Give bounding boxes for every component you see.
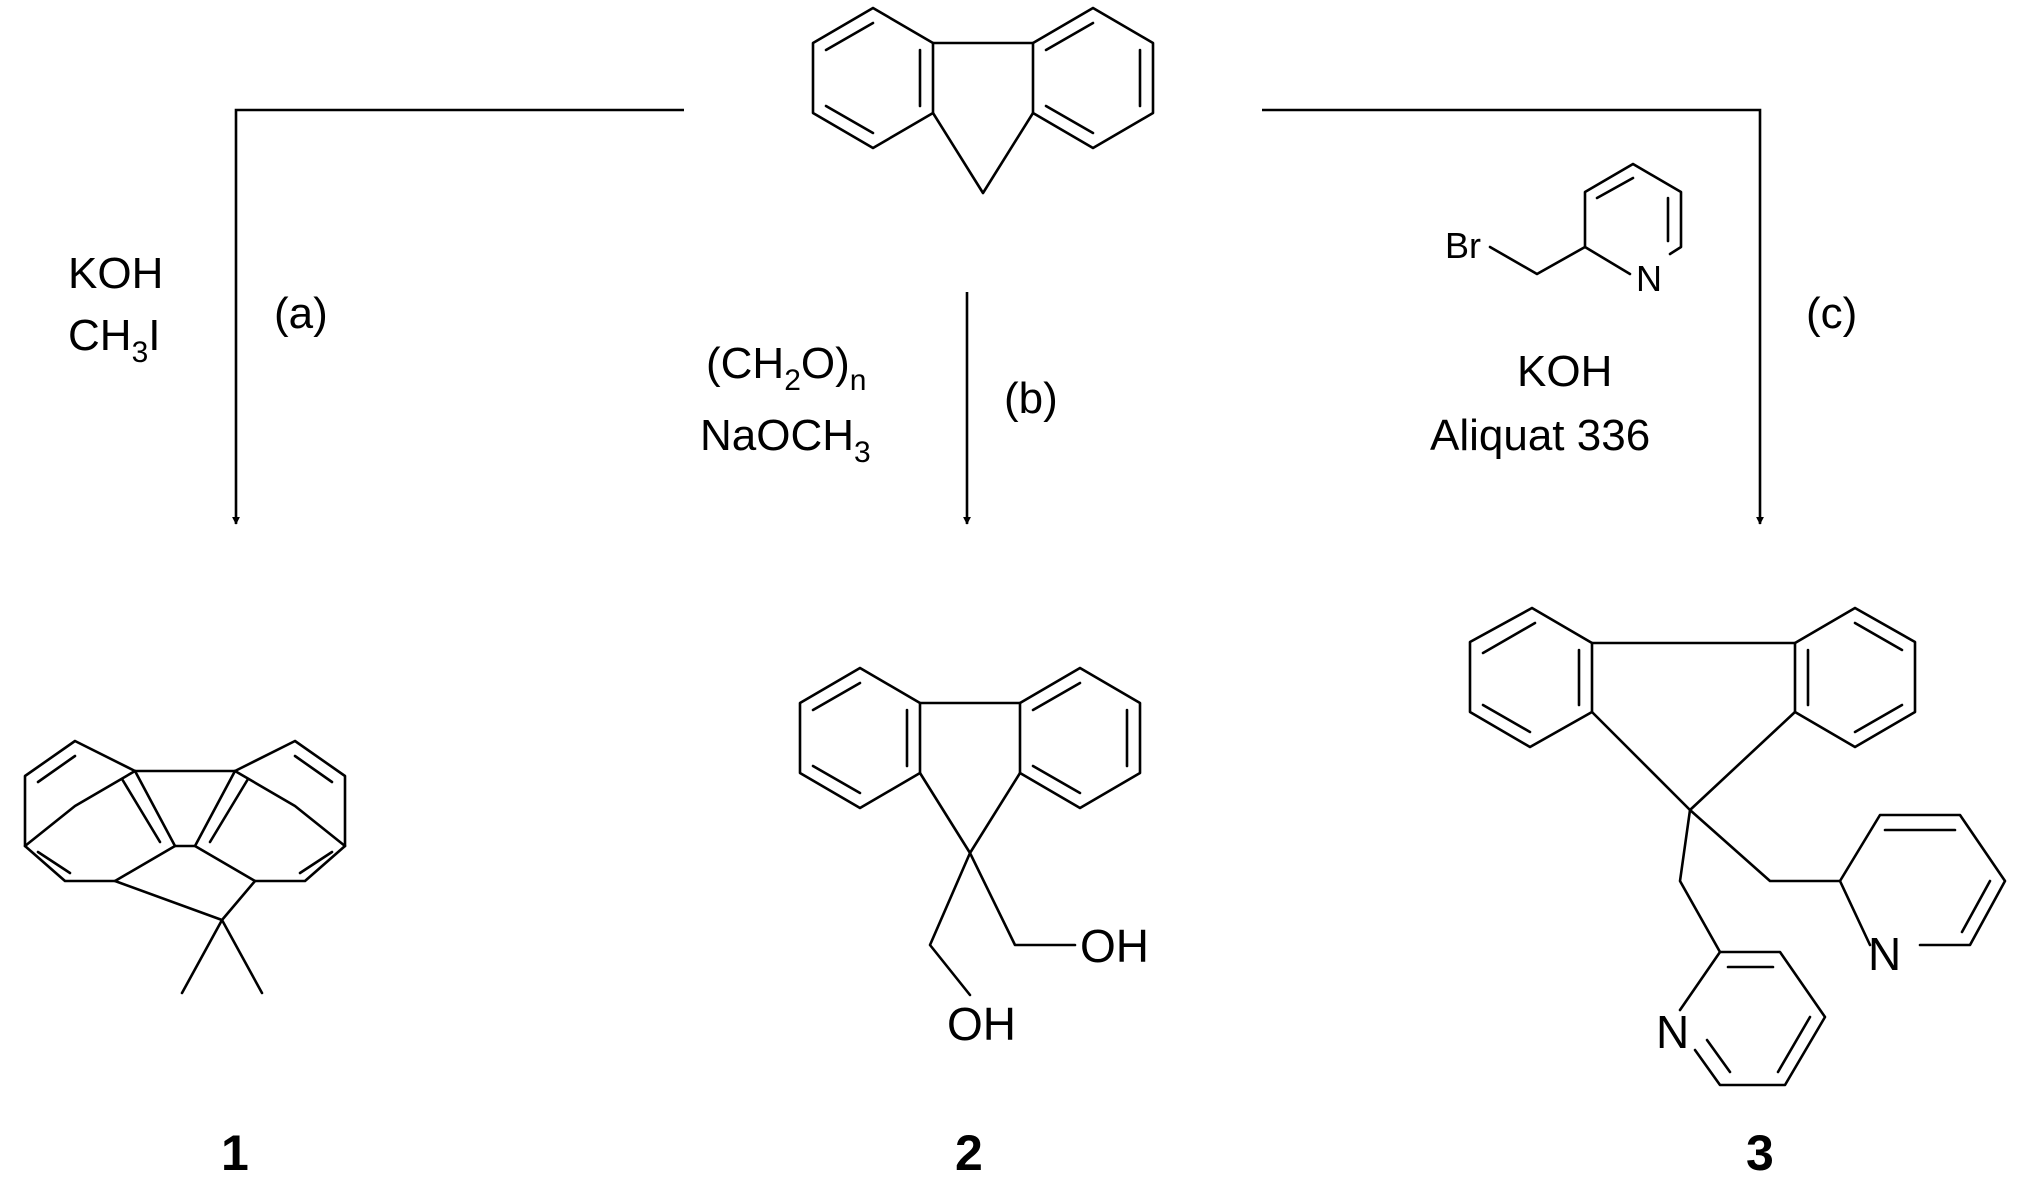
hydroxyl-label-lower: OH: [947, 998, 1016, 1050]
step-a-label: (a): [274, 289, 328, 338]
reagent-aliquat: Aliquat 336: [1430, 411, 1650, 460]
compound-number-1: 1: [221, 1125, 249, 1181]
step-c-reagents: KOH Aliquat 336 (c): [1430, 289, 1857, 460]
fluorene-starting-material: [811, 6, 1155, 195]
step-b-reagents: (CH2O)n NaOCH3 (b): [700, 339, 1058, 469]
step-a-reagents: KOH CH3I (a): [68, 249, 328, 369]
compound-number-2: 2: [955, 1125, 983, 1181]
pyridine-n-label-right: N: [1868, 928, 1901, 980]
compound-number-3: 3: [1746, 1125, 1774, 1181]
bromine-label: Br: [1445, 225, 1481, 266]
reagent-paraformaldehyde: (CH2O)n: [706, 339, 866, 397]
pyridine-n-label-left: N: [1656, 1006, 1689, 1058]
step-b-label: (b): [1004, 374, 1058, 423]
arrow-a: [232, 108, 684, 525]
reagent-koh-a: KOH: [68, 249, 163, 298]
pyridine-n-label: N: [1636, 258, 1662, 299]
hydroxyl-label-upper: OH: [1080, 920, 1149, 972]
reagent-koh-c: KOH: [1517, 347, 1612, 396]
bromomethylpyridine-reagent: Br N: [1445, 162, 1683, 299]
reagent-naoch3: NaOCH3: [700, 411, 871, 469]
step-c-label: (c): [1806, 289, 1857, 338]
arrow-c: [1262, 108, 1764, 525]
product-1-structure: [23, 739, 347, 995]
product-3-structure: N N: [1468, 606, 2007, 1087]
product-2-structure: OH OH: [798, 666, 1149, 1050]
reagent-ch3i: CH3I: [68, 311, 160, 369]
